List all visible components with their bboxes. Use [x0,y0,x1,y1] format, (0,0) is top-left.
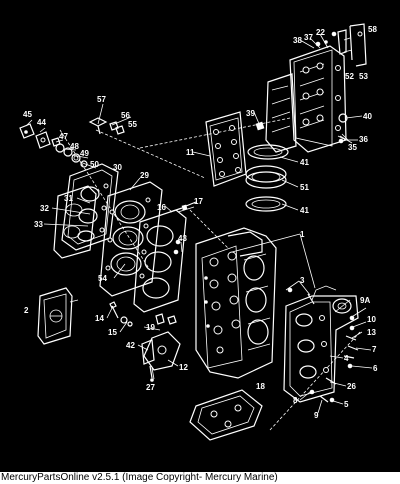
callout-41-upper: 41 [300,158,309,167]
cover-gasket [53,185,97,259]
callout-4: 4 [344,354,349,363]
callout-33: 33 [34,220,43,229]
callout-31: 31 [64,194,73,203]
callout-15: 15 [108,328,117,337]
callout-labels: 58 22 37 38 52 53 57 56 55 45 44 47 48 4… [23,25,378,420]
seal-rings [245,144,289,212]
callout-2: 2 [24,306,29,315]
callout-5: 5 [344,400,349,409]
callout-53: 53 [359,72,368,81]
decal [37,287,73,345]
exploded-parts-diagram: 58 22 37 38 52 53 57 56 55 45 44 47 48 4… [0,0,400,472]
exhaust-cover [289,45,347,153]
callout-57: 57 [97,95,106,104]
callout-56: 56 [121,111,130,120]
callout-27: 27 [146,383,155,392]
callout-45: 45 [23,110,32,119]
callout-50: 50 [90,160,99,169]
right-fasteners [287,287,359,403]
callout-55: 55 [128,120,137,129]
callout-41-lower: 41 [300,206,309,215]
diagram-svg: 58 22 37 38 52 53 57 56 55 45 44 47 48 4… [19,23,378,441]
callout-8: 8 [293,396,298,405]
callout-40: 40 [363,112,372,121]
small-parts-top-left [19,117,125,168]
callout-9: 9 [314,411,319,420]
callout-47: 47 [59,132,68,141]
callout-10: 10 [367,315,376,324]
callout-43: 43 [178,234,187,243]
callout-16: 16 [157,203,166,212]
callout-42: 42 [126,341,135,350]
callout-30: 30 [113,163,122,172]
callout-52: 52 [345,72,354,81]
transfer-port-cover [283,285,359,403]
callout-32: 32 [40,204,49,213]
callout-7: 7 [372,345,377,354]
callout-58: 58 [368,25,377,34]
callout-44: 44 [37,118,46,127]
callout-49: 49 [80,149,89,158]
callout-39: 39 [246,109,255,118]
callout-36: 36 [359,135,368,144]
head-bolts [169,201,197,255]
callout-37: 37 [304,33,313,42]
callout-54: 54 [98,274,107,283]
callout-35: 35 [348,143,357,152]
head-gasket [205,111,247,187]
image-caption: MercuryPartsOnline v2.5.1 (Image Copyrig… [0,472,400,484]
callout-6: 6 [373,364,378,373]
cylinder-block [195,227,277,379]
callout-48: 48 [70,142,79,151]
callout-18: 18 [256,382,265,391]
callout-19: 19 [146,323,155,332]
callout-9A: 9A [360,296,370,305]
callout-14: 14 [95,314,104,323]
small-parts-lower-left [109,301,181,382]
cylinder-head-gasket [133,209,187,313]
callout-11: 11 [186,148,195,157]
bracket [315,23,367,67]
callout-51: 51 [300,183,309,192]
callout-12: 12 [179,363,188,372]
callout-38: 38 [293,36,302,45]
cylinder-head [99,181,163,297]
callout-29: 29 [140,171,149,180]
bottom-gasket [189,389,263,441]
callout-17: 17 [194,197,203,206]
callout-1: 1 [300,230,305,239]
fasteners-right [255,113,349,144]
callout-26: 26 [347,382,356,391]
callout-13: 13 [367,328,376,337]
callout-3: 3 [300,276,305,285]
callout-22: 22 [316,28,325,37]
